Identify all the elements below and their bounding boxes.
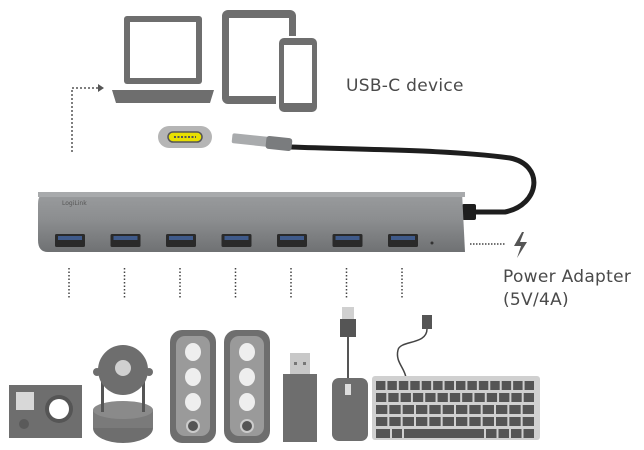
usb-port xyxy=(388,234,418,247)
mouse-icon xyxy=(332,307,368,441)
usb-port xyxy=(166,234,196,247)
smartphone-icon xyxy=(276,36,320,114)
power-adapter-label: Power Adapter xyxy=(503,267,632,287)
usb-hub: LogiLink xyxy=(38,192,465,252)
lightning-icon xyxy=(514,232,527,258)
usb-port xyxy=(332,234,363,247)
usb-flash-drive-icon xyxy=(283,353,317,442)
hub-logo: LogiLink xyxy=(62,200,87,207)
usb-port xyxy=(277,234,307,247)
connection-arrow xyxy=(71,84,104,152)
action-camera-icon xyxy=(9,385,82,438)
usb-c-device-label: USB-C device xyxy=(346,76,464,96)
speaker-right-icon xyxy=(224,330,270,443)
power-spec-label: (5V/4A) xyxy=(503,290,569,310)
webcam-icon xyxy=(93,345,153,443)
laptop-icon xyxy=(112,16,214,103)
usb-c-port-icon xyxy=(158,126,212,148)
power-connection xyxy=(470,232,527,258)
usb-port xyxy=(55,234,85,247)
speaker-left-icon xyxy=(170,330,216,443)
keyboard-icon xyxy=(372,315,540,440)
usb-c-cable xyxy=(231,133,537,220)
led-indicator xyxy=(430,241,434,245)
usb-port xyxy=(110,234,141,247)
usb-port xyxy=(221,234,252,247)
